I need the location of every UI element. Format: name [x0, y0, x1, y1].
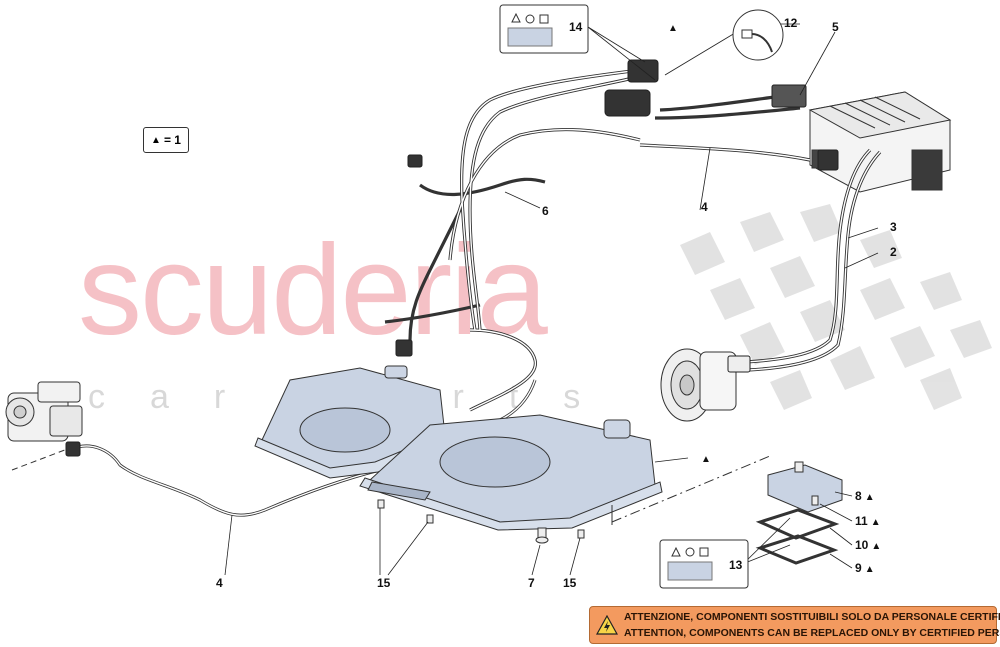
callout-triangle-tray: ▲: [701, 454, 711, 465]
callout-4-upper[interactable]: 4: [701, 200, 708, 214]
callout-8[interactable]: 8▲: [855, 489, 875, 503]
callout-4-lower[interactable]: 4: [216, 576, 223, 590]
label-14-box: [499, 4, 589, 54]
ac-compressor-left: [5, 381, 83, 442]
callout-14[interactable]: 14: [569, 20, 583, 34]
callout-9[interactable]: 9▲: [855, 561, 875, 575]
electric-motor: [660, 348, 737, 422]
callout-12[interactable]: 12: [784, 16, 798, 30]
legend-equals: = 1: [163, 133, 181, 147]
callout-15-right[interactable]: 15: [563, 576, 577, 590]
cable-harness: [384, 68, 882, 412]
screws: [377, 499, 585, 544]
callout-7[interactable]: 7: [528, 576, 535, 590]
callout-5[interactable]: 5: [832, 20, 839, 34]
callout-2[interactable]: 2: [890, 245, 897, 259]
high-voltage-warning-icon: [596, 615, 618, 635]
connectors: [65, 59, 839, 457]
callout-3[interactable]: 3: [890, 220, 897, 234]
battery-tray-right: [359, 414, 663, 531]
battery-tray-left: [254, 365, 453, 479]
certified-personnel-warning: ATTENZIONE, COMPONENTI SOSTITUIBILI SOLO…: [589, 606, 1000, 644]
callout-10[interactable]: 10▲: [855, 538, 882, 552]
callout-15-left[interactable]: 15: [377, 576, 391, 590]
triangle-icon: ▲: [151, 134, 161, 146]
label-13-box: [659, 539, 749, 589]
legend-triangle-qty: ▲ = 1: [143, 127, 189, 153]
warning-text-italian: ATTENZIONE, COMPONENTI SOSTITUIBILI SOLO…: [624, 611, 1000, 623]
callout-13[interactable]: 13: [729, 558, 743, 572]
callout-6[interactable]: 6: [542, 204, 549, 218]
inverter-unit: [808, 91, 952, 193]
leader-lines: [224, 23, 879, 576]
warning-text-english: ATTENTION, COMPONENTS CAN BE REPLACED ON…: [624, 627, 1000, 639]
detail-circle-12: [732, 9, 784, 61]
callout-11[interactable]: 11▲: [855, 514, 881, 528]
callout-triangle-top: ▲: [668, 23, 678, 34]
cable-harness-inner: [449, 69, 881, 411]
access-cover-parts: [755, 461, 843, 565]
